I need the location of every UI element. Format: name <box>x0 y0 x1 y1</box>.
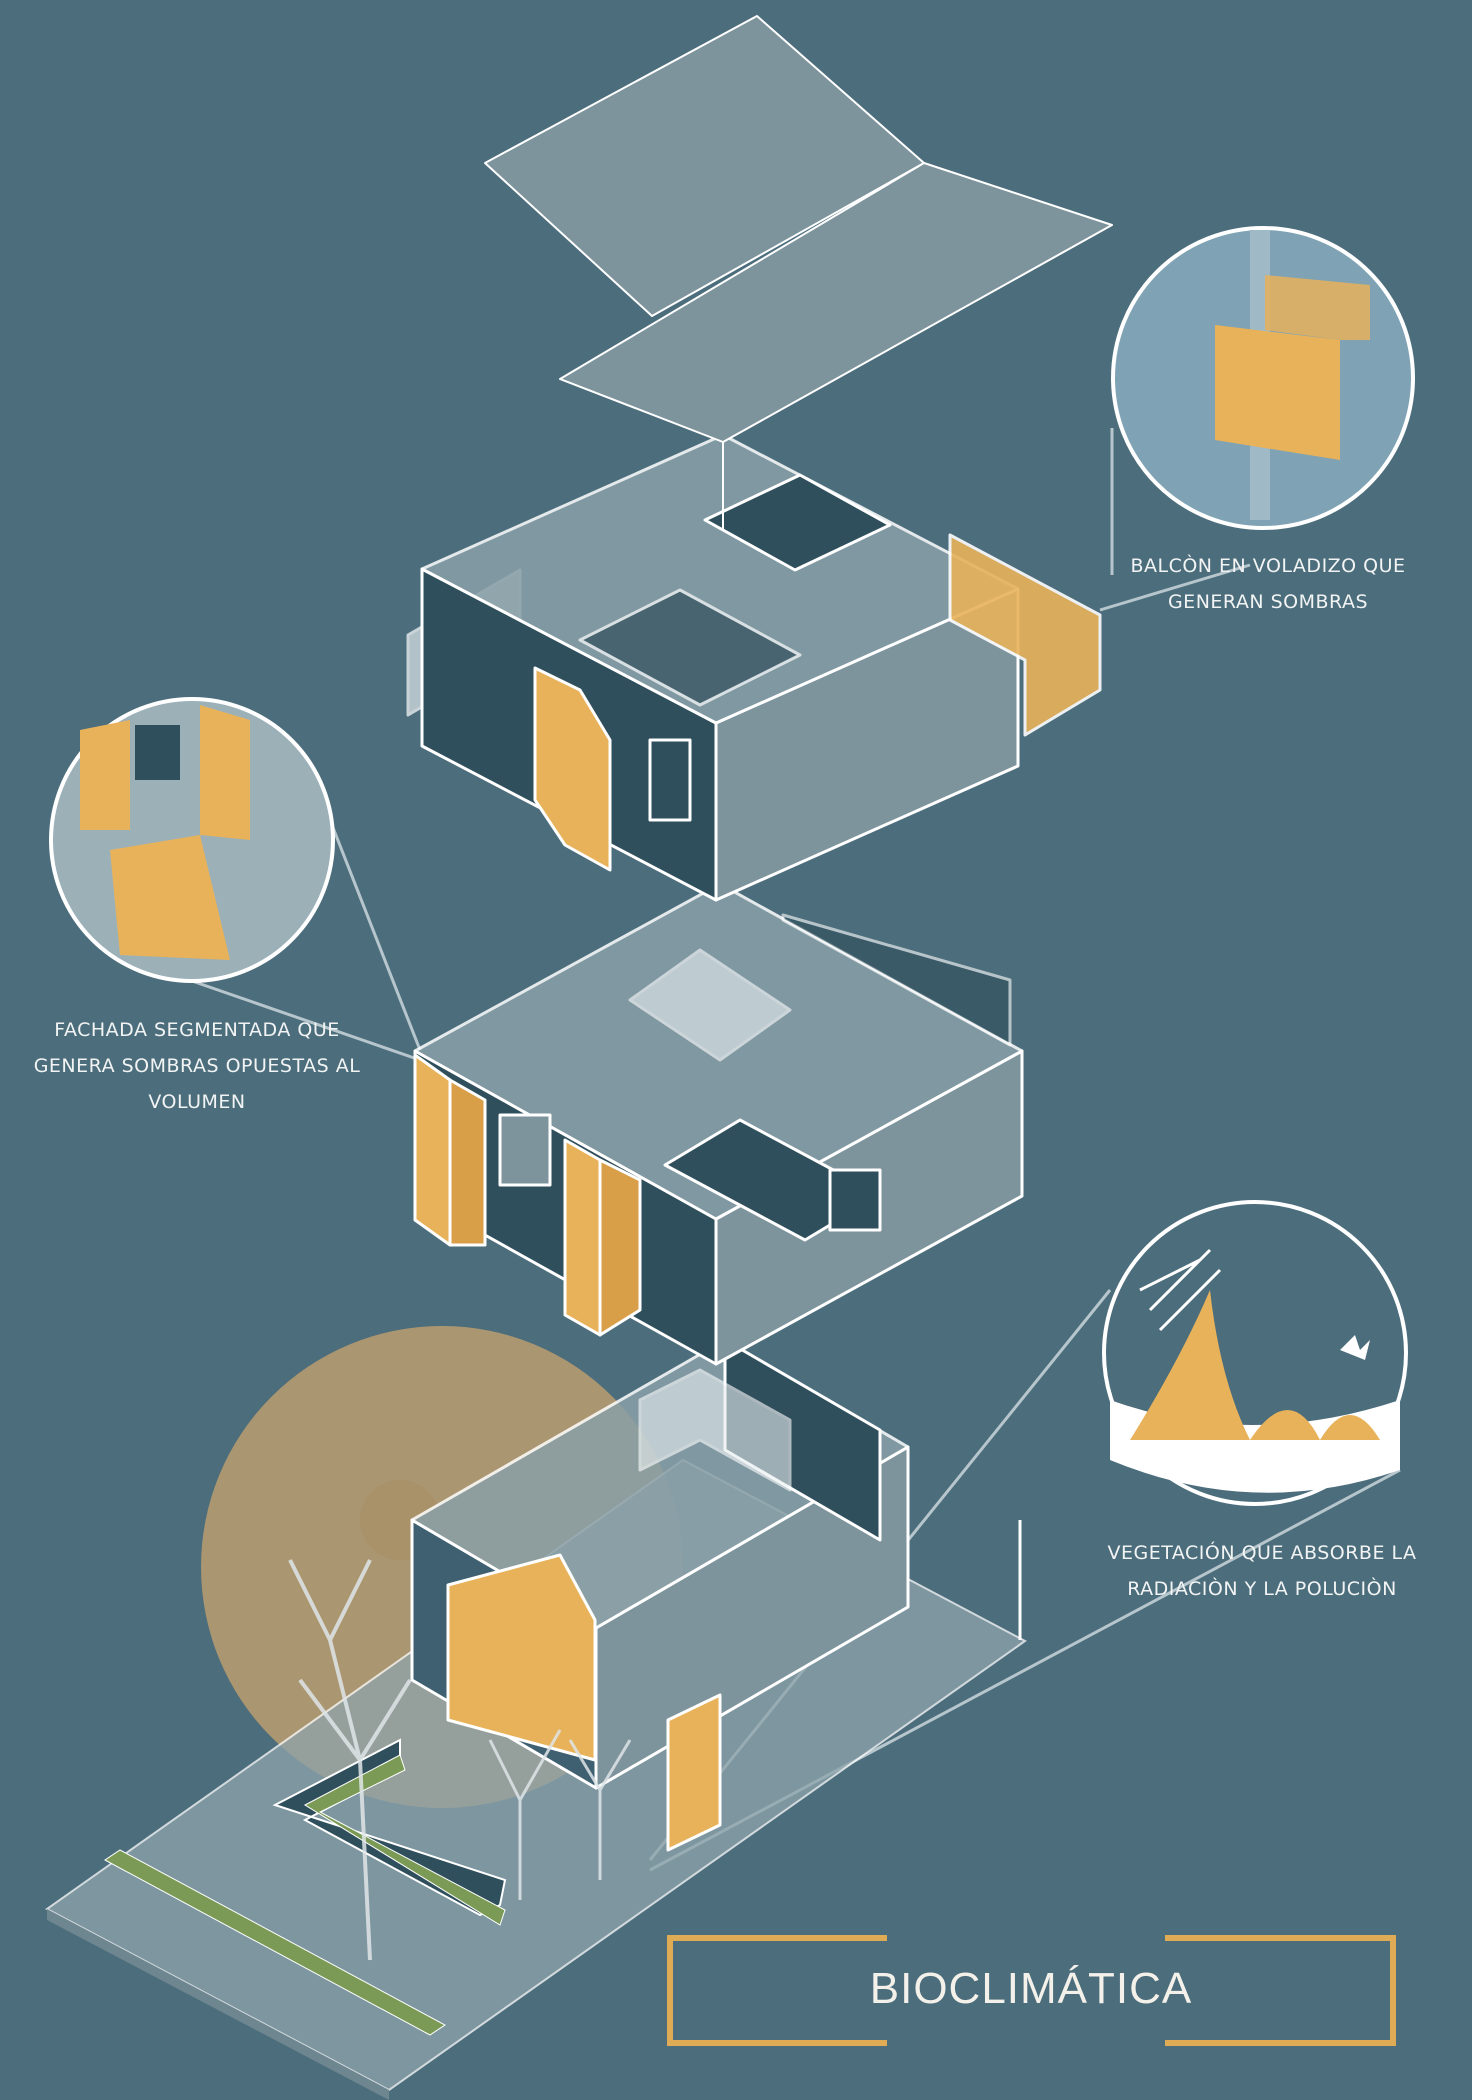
balcony-annotation-line2: GENERAN SOMBRAS <box>1167 591 1369 613</box>
trees <box>288 1559 632 1961</box>
vegetation-annotation-line2: RADIACIÒN Y LA POLUCIÒN <box>1127 1578 1397 1600</box>
balcony-annotation-line1: BALCÒN EN VOLADIZO QUE <box>1130 555 1406 577</box>
middle-floor <box>413 882 1024 1366</box>
roof <box>484 15 1113 530</box>
top-floor <box>406 433 1102 902</box>
diagram-title: BIOCLIMÁTICA <box>869 1964 1193 2013</box>
facade-annotation-line1: FACHADA SEGMENTADA QUE <box>54 1019 340 1041</box>
ground-floor <box>410 1338 1022 1852</box>
vegetation-annotation: VEGETACIÓN QUE ABSORBE LA RADIACIÒN Y LA… <box>1107 1535 1416 1607</box>
facade-annotation-line3: VOLUMEN <box>148 1091 246 1113</box>
facade-annotation: FACHADA SEGMENTADA QUE GENERA SOMBRAS OP… <box>34 1012 361 1120</box>
balcony-annotation: BALCÒN EN VOLADIZO QUE GENERAN SOMBRAS <box>1130 548 1405 620</box>
vegetation-detail-circle <box>1102 1200 1408 1506</box>
balcony-detail-circle <box>1111 226 1415 530</box>
facade-detail-circle <box>49 697 335 983</box>
vegetation-annotation-line1: VEGETACIÓN QUE ABSORBE LA <box>1107 1542 1417 1564</box>
title-frame <box>667 1935 1396 2046</box>
facade-annotation-line2: GENERA SOMBRAS OPUESTAS AL <box>33 1055 361 1077</box>
